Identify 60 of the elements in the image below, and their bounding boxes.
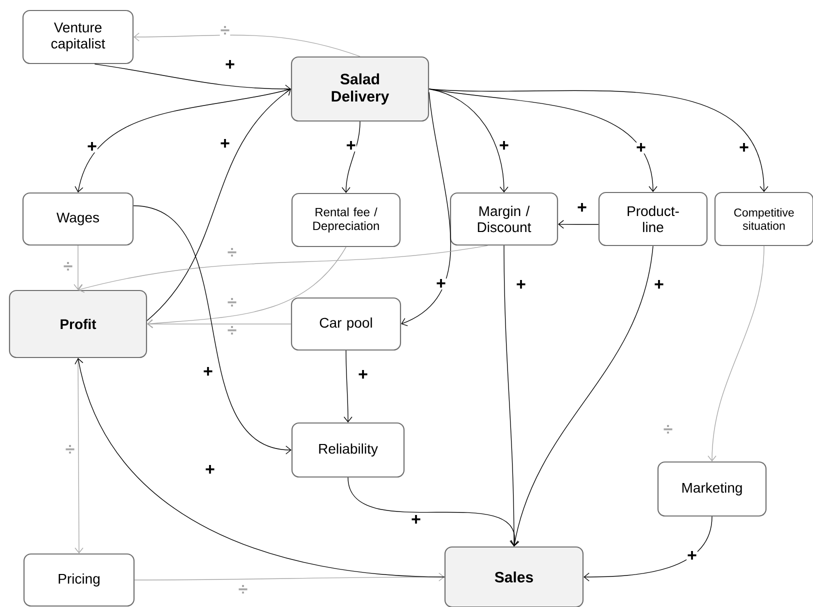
arrow bbox=[133, 205, 292, 454]
edge-label: + bbox=[576, 202, 588, 214]
process-box: Salad Delivery bbox=[290, 56, 430, 122]
process-box: Sales bbox=[444, 546, 584, 607]
arrow bbox=[74, 358, 445, 578]
edge-label: + bbox=[636, 142, 646, 154]
process-box: Venture capitalist bbox=[22, 10, 134, 64]
edge-label: ÷ bbox=[62, 262, 74, 272]
edge-label: ÷ bbox=[662, 424, 674, 436]
arrow bbox=[134, 32, 360, 57]
process-box: Rental fee / Depreciation bbox=[291, 192, 401, 248]
process-box: Reliability bbox=[291, 422, 405, 478]
edge-label: + bbox=[202, 366, 214, 378]
arrow bbox=[504, 245, 518, 546]
arrow bbox=[558, 220, 599, 229]
arrow bbox=[147, 320, 292, 328]
edge-label: + bbox=[738, 142, 750, 154]
process-box: Margin / Discount bbox=[450, 192, 558, 246]
arrow bbox=[708, 246, 764, 462]
edge-label: + bbox=[654, 280, 664, 290]
arrow bbox=[74, 358, 84, 554]
edge-label: + bbox=[686, 550, 698, 562]
arrow bbox=[342, 121, 360, 193]
edge-label: + bbox=[516, 280, 526, 290]
arrow bbox=[428, 88, 508, 192]
arrow bbox=[348, 477, 520, 546]
process-box: Competitive situation bbox=[714, 192, 813, 246]
arrow bbox=[401, 92, 451, 326]
edge-label: ÷ bbox=[220, 26, 230, 36]
edge-label: ÷ bbox=[64, 444, 76, 456]
process-box: Wages bbox=[22, 192, 134, 246]
process-box: Product-line bbox=[598, 192, 708, 246]
arrow bbox=[428, 88, 768, 192]
process-box: Profit bbox=[8, 290, 148, 358]
edge-label: + bbox=[224, 60, 236, 70]
edge-label: + bbox=[436, 278, 446, 290]
process-box: Car pool bbox=[290, 297, 402, 351]
edge-label: ÷ bbox=[238, 584, 248, 596]
arrow bbox=[94, 64, 291, 94]
process-box: Marketing bbox=[657, 461, 767, 517]
arrow bbox=[584, 516, 712, 582]
edge-label: + bbox=[86, 142, 98, 152]
arrow bbox=[134, 572, 444, 582]
edge-label: + bbox=[358, 370, 368, 380]
edge-label: ÷ bbox=[226, 326, 238, 336]
edge-label: + bbox=[204, 464, 216, 476]
arrow bbox=[428, 88, 658, 192]
edge-label: + bbox=[220, 138, 230, 150]
arrow bbox=[74, 245, 82, 290]
edge-label: + bbox=[346, 140, 356, 152]
edge-label: ÷ bbox=[226, 248, 238, 258]
arrow bbox=[147, 246, 346, 328]
arrow bbox=[344, 350, 352, 422]
edge-label: + bbox=[498, 140, 510, 152]
edge-label: + bbox=[410, 514, 422, 526]
process-box: Pricing bbox=[23, 553, 135, 607]
arrow bbox=[74, 88, 292, 192]
arrow bbox=[78, 245, 488, 293]
edge-label: ÷ bbox=[226, 298, 238, 308]
arrow bbox=[146, 88, 291, 321]
